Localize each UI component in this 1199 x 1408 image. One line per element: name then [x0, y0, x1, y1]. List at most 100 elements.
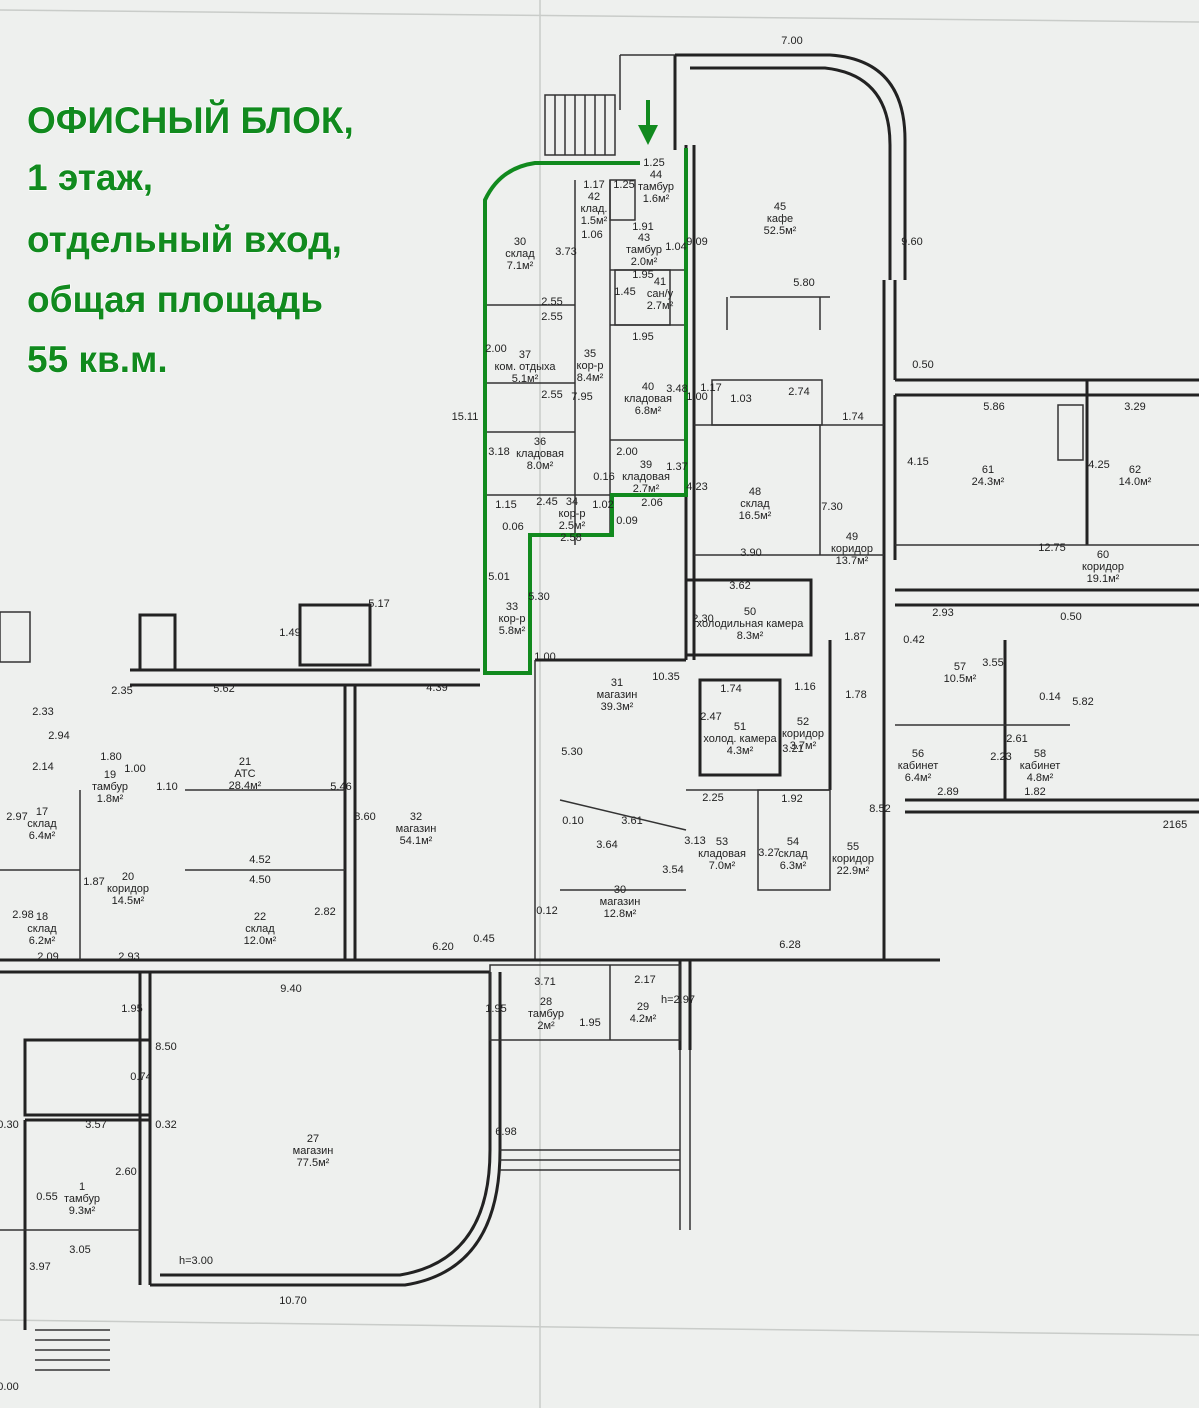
room-number: 61 [982, 464, 994, 476]
dimension-label: 1.37 [666, 461, 687, 473]
room-name: кладовая [698, 848, 746, 860]
room-number: 31 [611, 677, 623, 689]
dimension-label: 5.82 [1072, 696, 1093, 708]
room-name: тамбур [92, 781, 128, 793]
room-name: сан/у [647, 288, 674, 300]
dimension-label: 1.95 [121, 1003, 142, 1015]
dimension-label: 2.82 [314, 906, 335, 918]
paper-fold [0, 1319, 1199, 1336]
room-name: склад [778, 848, 808, 860]
dimension-label: 10.70 [279, 1295, 307, 1307]
room-name: магазин [600, 896, 641, 908]
dimension-label: 3.61 [621, 815, 642, 827]
dimension-label: 8.52 [869, 803, 890, 815]
dimension-label: 0.32 [155, 1119, 176, 1131]
dimension-label: 1.78 [845, 689, 866, 701]
room-name: кладовая [622, 471, 670, 483]
room-number: 17 [36, 806, 48, 818]
dimension-label: 3.48 [666, 383, 687, 395]
dimension-label: 5.86 [983, 401, 1004, 413]
room-number: 34 [566, 496, 578, 508]
room-number: 27 [307, 1133, 319, 1145]
dimension-label: 3.05 [69, 1244, 90, 1256]
dimension-label: 1.00 [534, 651, 555, 663]
dimension-label: 15.11 [452, 411, 479, 423]
dimension-label: 2.25 [702, 792, 723, 804]
title-line-2: 1 этаж, [27, 157, 153, 198]
dimension-label: 5.30 [528, 591, 549, 603]
room-name: кор-р [499, 613, 526, 625]
dimension-label: 2.06 [641, 497, 662, 509]
dimension-label: 0.06 [502, 521, 523, 533]
dimension-label: 3.18 [488, 446, 509, 458]
room-number: 54 [787, 836, 799, 848]
dimension-label: 3.57 [85, 1119, 106, 1131]
dimension-label: 9.09 [686, 236, 707, 248]
room-number: 56 [912, 748, 924, 760]
room-number: 55 [847, 841, 859, 853]
dimension-label: 2.55 [541, 389, 562, 401]
dimension-label: 2.09 [37, 951, 58, 963]
dimension-label: 2.00 [485, 343, 506, 355]
dimension-label: 2.47 [700, 711, 721, 723]
dimension-label: h=2.97 [661, 994, 695, 1006]
room-area: 8.3м² [737, 630, 764, 642]
room-number: 51 [734, 721, 746, 733]
paper-fold [0, 9, 1199, 23]
room-number: 60 [1097, 549, 1109, 561]
room-number: 19 [104, 769, 116, 781]
dimension-label: 6.20 [432, 941, 453, 953]
room-area: 8.0м² [527, 460, 554, 472]
room-number: 49 [846, 531, 858, 543]
room-number: 48 [749, 486, 761, 498]
dimension-label: 5.17 [368, 598, 389, 610]
room-area: 8.4м² [577, 372, 604, 384]
room-area: 52.5м² [764, 225, 797, 237]
room-number: 39 [640, 459, 652, 471]
dimension-label: 1.74 [720, 683, 741, 695]
dimension-label: 12.75 [1038, 542, 1066, 554]
dimension-label: 3.64 [596, 839, 617, 851]
dimension-label: 2.23 [990, 751, 1011, 763]
room-name: ком. отдыха [494, 361, 556, 373]
dimension-label: 9.40 [280, 983, 301, 995]
dimension-label: 4.15 [907, 456, 928, 468]
room-area: 6.4м² [905, 772, 932, 784]
dimension-label: 3.29 [1124, 401, 1145, 413]
dimension-label: h=3.00 [179, 1255, 213, 1267]
dimension-label: 2.35 [111, 685, 132, 697]
dimension-label: 5.62 [213, 683, 234, 695]
dimension-label: 1.10 [156, 781, 177, 793]
room-area: 2.7м² [633, 483, 660, 495]
room-name: кабинет [1020, 760, 1060, 772]
room-name: склад [27, 923, 57, 935]
dimension-label: 2.94 [48, 730, 69, 742]
dimension-label: 4.52 [249, 854, 270, 866]
room-number: 22 [254, 911, 266, 923]
dimension-label: 1.00 [124, 763, 145, 775]
room-number: 36 [534, 436, 546, 448]
dimension-label: 5.46 [330, 781, 351, 793]
dimension-label: 2.55 [541, 311, 562, 323]
dimension-label: 1.74 [842, 411, 863, 423]
room-name: кор-р [559, 508, 586, 520]
dimension-label: 10.35 [652, 671, 680, 683]
room-area: 22.9м² [837, 865, 870, 877]
dimension-label: 1.15 [495, 499, 516, 511]
room-number: 62 [1129, 464, 1141, 476]
dimension-label: 1.95 [485, 1003, 506, 1015]
room-name: кафе [767, 213, 793, 225]
dimension-label: 5.01 [488, 571, 509, 583]
room-area: 54.1м² [400, 835, 433, 847]
room-number: 50 [744, 606, 756, 618]
dimension-label: 2.17 [634, 974, 655, 986]
